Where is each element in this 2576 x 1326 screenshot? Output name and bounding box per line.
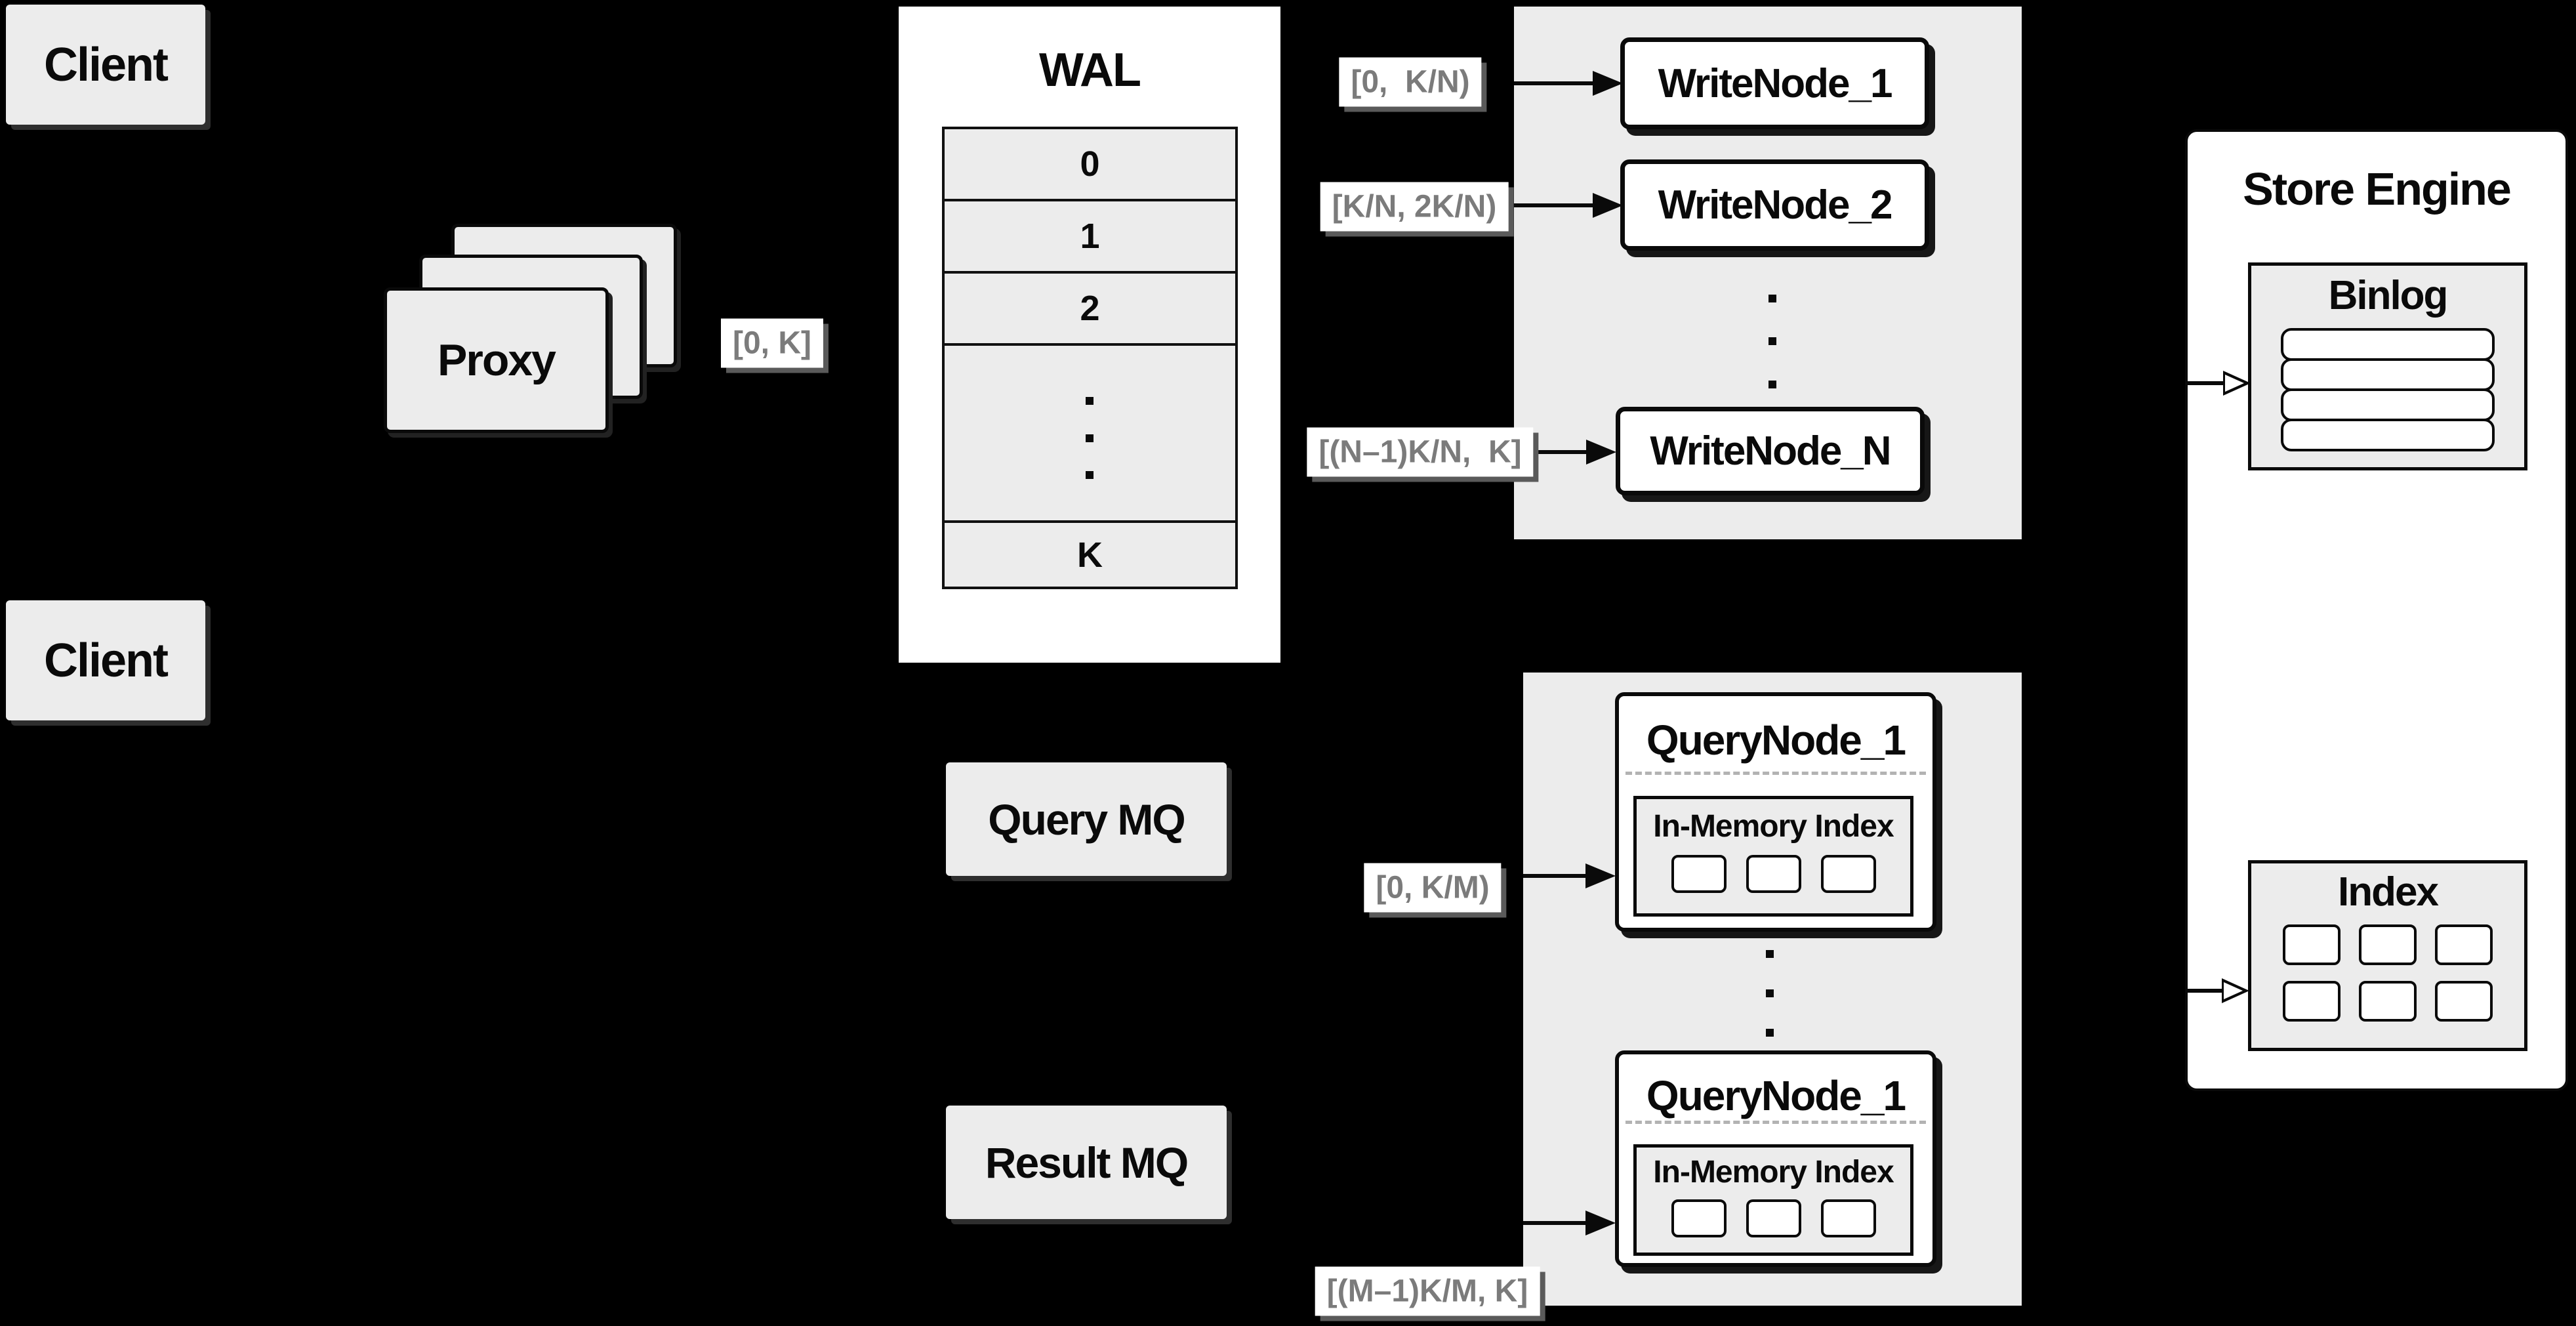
proxy-label: Proxy bbox=[438, 335, 556, 385]
binlog-box: Binlog bbox=[2248, 262, 2527, 470]
wal-row-0: 0 bbox=[942, 127, 1238, 201]
segment-square bbox=[1671, 855, 1727, 893]
arrow-head-write-node-2 bbox=[1593, 193, 1623, 218]
ellipsis-dot bbox=[1086, 471, 1094, 479]
divider-dashed bbox=[1625, 1121, 1926, 1124]
write-node-2-box: WriteNode_2 bbox=[1620, 159, 1929, 251]
range-label-query-node-top: [0, K/M) bbox=[1364, 863, 1502, 913]
binlog-row bbox=[2281, 388, 2495, 421]
segment-square bbox=[1671, 1199, 1727, 1237]
in-memory-index-box-top: In-Memory Index bbox=[1633, 796, 1913, 917]
ellipsis-dot bbox=[1766, 1029, 1774, 1037]
open-arrow-head-index bbox=[2222, 978, 2249, 1003]
write-node-2-label: WriteNode_2 bbox=[1658, 182, 1893, 228]
arrow-line-binlog bbox=[2186, 381, 2224, 385]
arrow-line-write-node-n bbox=[1514, 450, 1586, 454]
wal-row-ellipsis bbox=[942, 343, 1238, 523]
ellipsis-dot bbox=[1768, 295, 1776, 302]
index-title: Index bbox=[2338, 869, 2439, 915]
query-node-top-title: QueryNode_1 bbox=[1646, 716, 1906, 764]
arrow-head-write-node-1 bbox=[1593, 71, 1623, 96]
binlog-row bbox=[2281, 328, 2495, 361]
ellipsis-dot bbox=[1766, 989, 1774, 997]
range-label-write-node-n: [(N–1)K/N, K] bbox=[1307, 427, 1534, 477]
in-memory-index-box-bottom: In-Memory Index bbox=[1633, 1144, 1913, 1256]
segment-square bbox=[1820, 1199, 1876, 1237]
range-label-write-node-2: [K/N, 2K/N) bbox=[1320, 182, 1509, 232]
wal-row-k: K bbox=[942, 520, 1238, 589]
arrow-line-write-node-1 bbox=[1514, 81, 1593, 85]
arrow-head-query-node-top bbox=[1585, 863, 1616, 888]
write-node-1-box: WriteNode_1 bbox=[1620, 37, 1929, 129]
client-box-bottom: Client bbox=[6, 600, 205, 720]
wal-title: WAL bbox=[1039, 44, 1141, 96]
arrow-line-query-node-bottom bbox=[1523, 1221, 1585, 1225]
range-label-proxy-out: [0, K] bbox=[721, 318, 823, 368]
ellipsis-dot bbox=[1766, 950, 1774, 958]
binlog-row bbox=[2281, 419, 2495, 451]
client-box-top: Client bbox=[6, 5, 205, 125]
wal-box: WAL 0 1 2 K bbox=[899, 7, 1280, 663]
arrow-head-write-node-n bbox=[1586, 440, 1616, 465]
index-segment-square bbox=[2283, 981, 2341, 1022]
binlog-title: Binlog bbox=[2328, 273, 2449, 318]
arrow-head-query-node-bottom bbox=[1585, 1211, 1616, 1235]
segment-square bbox=[1746, 855, 1801, 893]
query-node-bottom-title: QueryNode_1 bbox=[1646, 1072, 1906, 1119]
arrow-line-index bbox=[2186, 989, 2223, 993]
open-arrow-head-binlog bbox=[2223, 371, 2251, 396]
index-segment-square bbox=[2359, 924, 2417, 965]
divider-dashed bbox=[1625, 772, 1926, 775]
arrow-line-write-node-2 bbox=[1514, 203, 1593, 207]
binlog-row bbox=[2281, 358, 2495, 391]
index-box: Index bbox=[2248, 860, 2527, 1051]
index-segment-square bbox=[2359, 981, 2417, 1022]
arrow-line-query-node-top bbox=[1523, 874, 1585, 878]
write-node-1-label: WriteNode_1 bbox=[1658, 60, 1893, 106]
query-mq-box: Query MQ bbox=[946, 762, 1227, 876]
ellipsis-dot bbox=[1086, 434, 1094, 442]
ellipsis-dot bbox=[1768, 381, 1776, 388]
ellipsis-dot bbox=[1768, 337, 1776, 345]
store-engine-title: Store Engine bbox=[2243, 163, 2512, 215]
ellipsis-dot bbox=[1086, 397, 1094, 405]
index-segment-square bbox=[2283, 924, 2341, 965]
write-node-n-label: WriteNode_N bbox=[1650, 428, 1891, 474]
wal-table: 0 1 2 K bbox=[942, 127, 1238, 589]
segment-square bbox=[1820, 855, 1876, 893]
query-mq-label: Query MQ bbox=[988, 795, 1185, 844]
result-mq-label: Result MQ bbox=[985, 1138, 1189, 1187]
proxy-card-front: Proxy bbox=[384, 287, 609, 433]
result-mq-box: Result MQ bbox=[946, 1106, 1227, 1219]
index-segment-square bbox=[2435, 981, 2493, 1022]
in-memory-index-title: In-Memory Index bbox=[1653, 1155, 1894, 1190]
client-label: Client bbox=[43, 38, 169, 91]
wal-row-2: 2 bbox=[942, 271, 1238, 346]
client-label: Client bbox=[43, 634, 169, 687]
write-node-n-box: WriteNode_N bbox=[1616, 407, 1925, 495]
index-segment-square bbox=[2435, 924, 2493, 965]
segment-square bbox=[1746, 1199, 1801, 1237]
wal-row-1: 1 bbox=[942, 199, 1238, 274]
range-label-query-node-bottom: [(M–1)K/M, K] bbox=[1315, 1266, 1540, 1316]
range-label-write-node-1: [0, K/N) bbox=[1339, 57, 1482, 107]
in-memory-index-title: In-Memory Index bbox=[1653, 809, 1894, 844]
